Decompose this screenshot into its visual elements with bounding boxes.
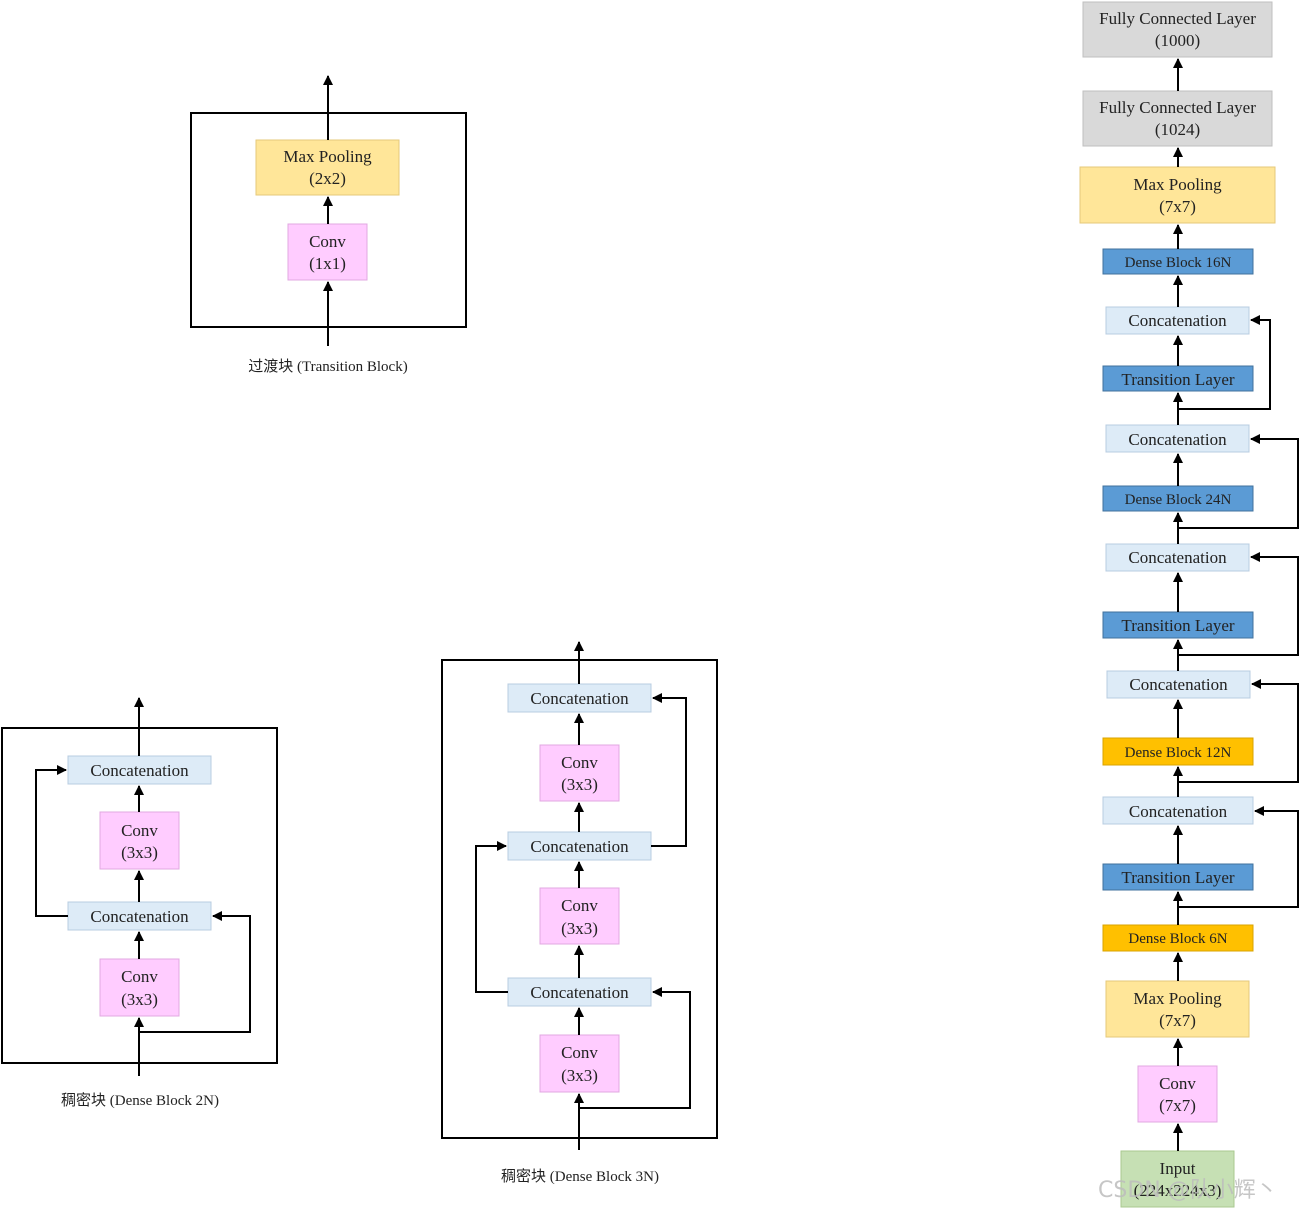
net-dense-6n-label: Dense Block 6N: [1128, 931, 1227, 947]
db2n-conv-bottom-label-2: (3x3): [121, 990, 158, 1009]
net-skip-b: [1178, 434, 1299, 529]
dense-block-2n-panel: Concatenation Conv (3x3) Concatenation C…: [1, 697, 278, 1109]
net-transition-b-label: Transition Layer: [1121, 616, 1235, 635]
net-concat-b-label: Concatenation: [1128, 430, 1227, 449]
net-fc-1000-box: [1082, 1, 1273, 58]
net-max-pool-bottom-box: [1105, 980, 1250, 1038]
net-max-pool-bottom-label-1: Max Pooling: [1133, 989, 1222, 1008]
watermark: CSDN @队小辉丶: [1098, 1178, 1278, 1203]
db3n-concat-1-box: [507, 683, 652, 713]
db2n-caption: 稠密块 (Dense Block 2N): [61, 1092, 219, 1109]
db3n-skip-2: [475, 841, 508, 993]
db3n-conv-2-box: [539, 887, 620, 945]
db3n-conv-2-label-1: Conv: [561, 896, 598, 915]
net-dense-12n-label: Dense Block 12N: [1125, 745, 1232, 761]
net-conv-7x7-label-2: (7x7): [1159, 1096, 1196, 1115]
transition-block-panel: Max Pooling (2x2) Conv (1x1) 过渡块 (Transi…: [190, 75, 467, 375]
tb-conv-label-2: (1x1): [309, 254, 346, 273]
net-dense-12n-box: [1102, 737, 1254, 766]
net-skip-e: [1178, 806, 1299, 908]
net-max-pool-top-label-2: (7x7): [1159, 197, 1196, 216]
tb-caption: 过渡块 (Transition Block): [248, 358, 407, 375]
db3n-concat-2-box: [507, 831, 652, 861]
net-concat-e-box: [1102, 796, 1254, 825]
net-fc-1000-label-2: (1000): [1155, 31, 1200, 50]
net-concat-d-label: Concatenation: [1129, 675, 1228, 694]
net-dense-16n-label: Dense Block 16N: [1125, 255, 1232, 271]
db3n-conv-3-label-2: (3x3): [561, 1066, 598, 1085]
db3n-caption: 稠密块 (Dense Block 3N): [501, 1168, 659, 1185]
db2n-conv-bottom-label-1: Conv: [121, 967, 158, 986]
net-dense-24n-label: Dense Block 24N: [1125, 492, 1232, 508]
db3n-concat-2-label: Concatenation: [530, 837, 629, 856]
net-transition-c-box: [1102, 863, 1254, 891]
dense-block-3n-panel: Concatenation Conv (3x3) Concatenation C…: [441, 641, 718, 1185]
net-concat-a-label: Concatenation: [1128, 311, 1227, 330]
net-skip-c: [1178, 552, 1299, 656]
net-concat-a-box: [1105, 306, 1250, 335]
net-transition-c-label: Transition Layer: [1121, 868, 1235, 887]
net-skip-a: [1178, 315, 1271, 410]
net-concat-d-box: [1106, 670, 1251, 699]
db2n-conv-top-label-1: Conv: [121, 821, 158, 840]
db2n-concat-top-box: [67, 755, 212, 785]
net-concat-c-box: [1105, 543, 1250, 572]
net-conv-7x7-label-1: Conv: [1159, 1074, 1196, 1093]
tb-conv-label-1: Conv: [309, 232, 346, 251]
db2n-conv-top-label-2: (3x3): [121, 843, 158, 862]
net-dense-24n-box: [1102, 485, 1254, 512]
db3n-concat-1-label: Concatenation: [530, 689, 629, 708]
db2n-skip-right: [139, 911, 251, 1033]
tb-max-pooling-label-2: (2x2): [309, 169, 346, 188]
db3n-conv-1-label-1: Conv: [561, 753, 598, 772]
net-max-pool-top-box: [1079, 166, 1276, 224]
net-skip-d: [1178, 679, 1299, 783]
db2n-concat-top-label: Concatenation: [90, 761, 189, 780]
net-transition-b-box: [1102, 611, 1254, 639]
densenet-full-network: Fully Connected Layer (1000) Fully Conne…: [1079, 1, 1299, 1208]
net-transition-a-box: [1102, 365, 1254, 392]
db3n-conv-2-label-2: (3x3): [561, 919, 598, 938]
db3n-conv-1-label-2: (3x3): [561, 775, 598, 794]
db2n-conv-bottom-box: [99, 958, 180, 1017]
net-dense-6n-box: [1102, 924, 1254, 952]
net-max-pool-bottom-label-2: (7x7): [1159, 1011, 1196, 1030]
net-input-box: [1120, 1150, 1235, 1208]
net-concat-c-label: Concatenation: [1128, 548, 1227, 567]
net-fc-1024-box: [1082, 90, 1273, 147]
db2n-conv-top-box: [99, 811, 180, 870]
net-fc-1024-label-1: Fully Connected Layer: [1099, 98, 1256, 117]
db3n-skip-3: [651, 693, 687, 847]
net-input-label-1: Input: [1160, 1159, 1196, 1178]
db3n-skip-1: [579, 987, 691, 1109]
net-fc-1024-label-2: (1024): [1155, 120, 1200, 139]
net-transition-a-label: Transition Layer: [1121, 370, 1235, 389]
net-fc-1000-label-1: Fully Connected Layer: [1099, 9, 1256, 28]
net-max-pool-top-label-1: Max Pooling: [1133, 175, 1222, 194]
db2n-skip-left: [35, 765, 68, 917]
net-input-label-2: (224x224x3): [1134, 1181, 1222, 1200]
db3n-concat-3-label: Concatenation: [530, 983, 629, 1002]
db3n-conv-3-label-1: Conv: [561, 1043, 598, 1062]
tb-conv-box: [287, 223, 368, 281]
db2n-concat-mid-label: Concatenation: [90, 907, 189, 926]
db3n-conv-3-box: [539, 1034, 620, 1093]
db3n-conv-1-box: [539, 744, 620, 802]
tb-max-pooling-label-1: Max Pooling: [283, 147, 372, 166]
net-concat-e-label: Concatenation: [1129, 802, 1228, 821]
net-dense-16n-box: [1102, 248, 1254, 275]
